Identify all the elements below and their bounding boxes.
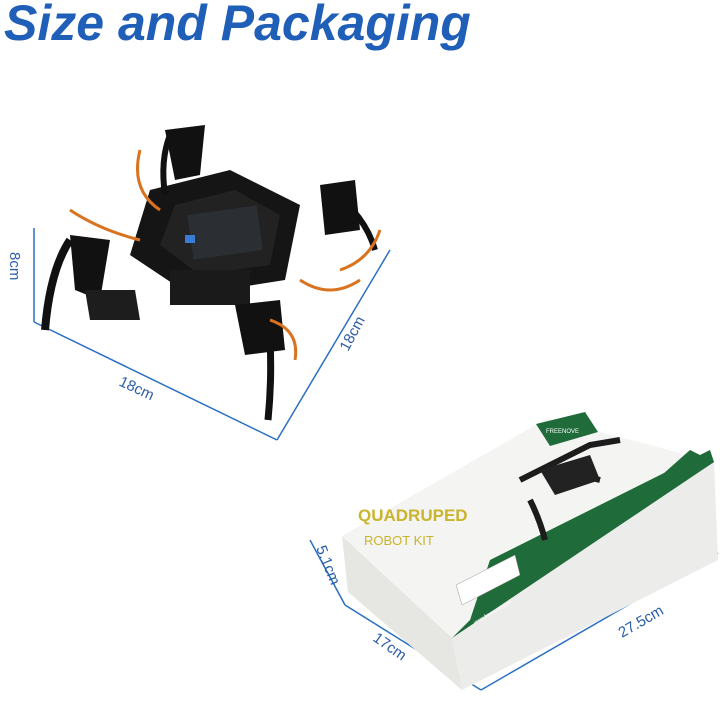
robot-depth-line — [276, 249, 391, 441]
robot-dimension-lines — [33, 228, 391, 441]
box-side-face — [452, 462, 718, 690]
box-title-line2: ROBOT KIT — [364, 533, 434, 548]
box-top-face — [342, 418, 714, 638]
box-title-line1: QUADRUPED — [358, 506, 468, 525]
box-robot-photo — [518, 437, 621, 541]
page-title: Size and Packaging — [4, 0, 471, 51]
robot-height-label: 8cm — [6, 252, 23, 280]
robot-servo-wires — [69, 149, 382, 361]
box-brand-tab — [536, 412, 598, 446]
robot-leg-back-left — [160, 125, 205, 196]
box-front-face — [342, 536, 462, 690]
quadruped-robot-image — [41, 125, 382, 421]
product-box-image: QUADRUPED ROBOT KIT FREENOVE www.freenov… — [342, 412, 718, 690]
robot-control-board — [187, 205, 263, 260]
robot-width-line — [33, 321, 278, 441]
box-green-panel — [470, 450, 714, 620]
robot-leg-back-right — [320, 180, 378, 251]
box-height-label: 5.1cm — [312, 543, 343, 587]
robot-leg-front-left — [41, 235, 140, 331]
box-brand-badge: FREENOVE — [546, 429, 579, 435]
robot-battery-holder — [170, 270, 250, 305]
box-barcode-label — [455, 554, 521, 606]
robot-module-light — [185, 235, 195, 243]
box-height-line — [309, 539, 346, 606]
robot-depth-label: 18cm — [337, 314, 369, 354]
robot-leg-front-right — [235, 300, 285, 421]
